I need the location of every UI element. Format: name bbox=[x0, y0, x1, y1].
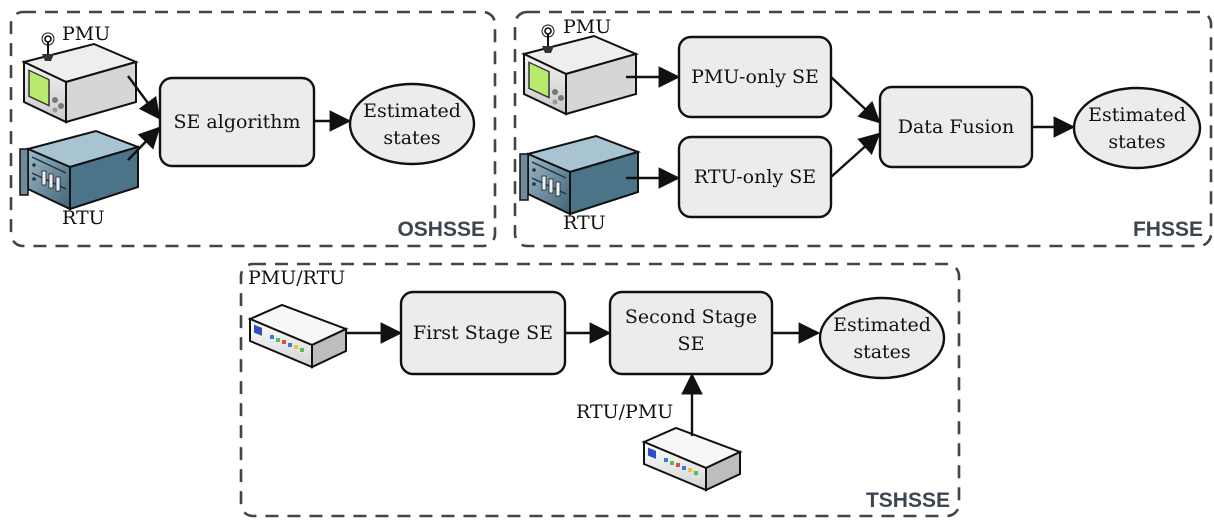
pmu-device-icon bbox=[523, 24, 637, 115]
estimated-states-line1: Estimated bbox=[363, 100, 461, 122]
first-stage-se-label: First Stage SE bbox=[413, 322, 553, 344]
panel-title-oshsse: OSHSSE bbox=[397, 218, 485, 241]
rtu-only-se-label: RTU-only SE bbox=[694, 166, 816, 188]
se-algorithm-label: SE algorithm bbox=[174, 111, 301, 133]
rtu-label: RTU bbox=[563, 212, 606, 234]
tshsse-panel: PMU/RTU First Stage SE Second Stage SE E… bbox=[239, 262, 961, 518]
oshsse-panel: PMU RTU SE algorithm Estimated states OS… bbox=[9, 10, 497, 248]
fhsse-panel: PMU RTU PMU-only SE RTU-only SE Data Fus… bbox=[513, 10, 1213, 248]
estimated-states-node bbox=[818, 296, 946, 380]
pmu-rtu-label: PMU/RTU bbox=[248, 267, 345, 289]
pmu-to-se-arrow bbox=[127, 75, 161, 120]
rtu-rack-icon bbox=[19, 130, 139, 210]
rtu-rack-icon bbox=[519, 135, 639, 215]
pmu-only-se-label: PMU-only SE bbox=[691, 66, 819, 88]
second-stage-se-line2: SE bbox=[678, 333, 705, 355]
network-device-icon bbox=[249, 304, 347, 368]
estimated-states-line1: Estimated bbox=[1088, 104, 1186, 126]
pmu-label: PMU bbox=[563, 16, 611, 38]
second-stage-se-line1: Second Stage bbox=[625, 306, 757, 328]
panel-title-fhsse: FHSSE bbox=[1133, 218, 1203, 241]
estimated-states-node bbox=[1072, 86, 1202, 170]
panel-title-tshsse: TSHSSE bbox=[866, 489, 950, 512]
estimated-states-line2: states bbox=[383, 127, 440, 149]
estimated-states-line2: states bbox=[853, 341, 910, 363]
rtu-to-se-arrow bbox=[127, 126, 161, 161]
network-device-icon bbox=[643, 427, 741, 491]
data-fusion-label: Data Fusion bbox=[898, 116, 1015, 138]
pmu-se-to-fusion-arrow bbox=[830, 76, 881, 124]
pmu-label: PMU bbox=[62, 23, 110, 45]
estimated-states-node bbox=[348, 82, 476, 166]
rtu-label: RTU bbox=[62, 207, 105, 229]
estimated-states-line1: Estimated bbox=[833, 314, 931, 336]
rtu-pmu-label: RTU/PMU bbox=[576, 401, 673, 423]
rtu-se-to-fusion-arrow bbox=[830, 132, 881, 178]
pmu-device-icon bbox=[23, 32, 137, 123]
estimated-states-line2: states bbox=[1108, 131, 1165, 153]
